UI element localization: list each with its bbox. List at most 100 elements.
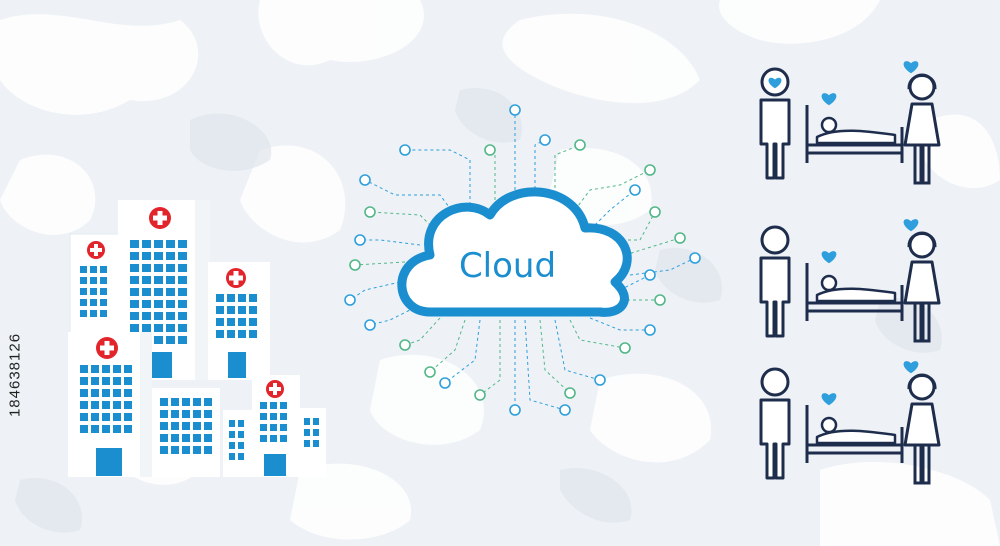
man-body	[759, 98, 791, 180]
circuit-node	[674, 232, 686, 244]
patient-body	[815, 287, 897, 303]
circuit-node	[509, 404, 521, 416]
hospital-building	[68, 332, 152, 477]
office-building	[298, 408, 326, 477]
circuit-node	[399, 144, 411, 156]
circuit-line	[594, 189, 636, 226]
circuit-line	[429, 319, 466, 373]
man-body	[759, 256, 791, 338]
circuit-line	[369, 211, 436, 231]
woman-dress	[903, 402, 941, 447]
circuit-node	[349, 259, 361, 271]
circuit-node	[364, 319, 376, 331]
circuit-node	[654, 294, 666, 306]
circuit-node	[364, 206, 376, 218]
cloud-shape	[397, 187, 632, 317]
hospital-bed	[805, 105, 904, 163]
stock-id-text: 184638126	[6, 332, 24, 418]
cloud-label: Cloud	[458, 246, 557, 286]
patient-body	[815, 429, 897, 445]
woman-hair	[907, 74, 937, 90]
circuit-line	[444, 319, 481, 384]
circuit-line	[489, 149, 496, 200]
family-visit-icon	[759, 61, 941, 185]
circuit-node	[594, 374, 606, 386]
circuit-node	[354, 234, 366, 246]
circuit-node	[344, 294, 356, 306]
circuit-node	[359, 174, 371, 186]
circuit-node	[619, 342, 631, 354]
circuit-line	[534, 139, 546, 195]
circuit-line	[360, 239, 421, 246]
circuit-line	[629, 257, 696, 276]
patient-head	[820, 116, 838, 134]
office-building	[223, 410, 253, 477]
heart-icon	[903, 361, 919, 374]
woman-dress	[903, 260, 941, 305]
family-visit-icon	[759, 361, 941, 485]
circuit-node	[644, 324, 656, 336]
circuit-node	[574, 139, 586, 151]
circuit-line	[569, 319, 626, 349]
woman-legs	[913, 145, 931, 185]
hospital-buildings-icon	[68, 200, 326, 477]
woman-legs	[913, 445, 931, 485]
man-head	[760, 367, 790, 397]
woman-legs	[913, 303, 931, 343]
circuit-line	[624, 237, 681, 256]
red-cross-icon	[87, 241, 105, 259]
heart-icon	[821, 251, 837, 264]
heart-icon	[821, 393, 837, 406]
circuit-line	[554, 319, 601, 381]
circuit-line	[574, 169, 651, 211]
cloud-network-icon	[344, 104, 701, 416]
red-cross-icon	[266, 380, 284, 398]
circuit-line	[404, 317, 441, 346]
circuit-node	[474, 389, 486, 401]
circuit-node	[559, 404, 571, 416]
circuit-node	[509, 104, 521, 116]
hospital-bed	[805, 263, 904, 321]
circuit-node	[539, 134, 551, 146]
heart-icon	[903, 61, 919, 74]
heart-icon	[768, 77, 782, 89]
circuit-node	[484, 144, 496, 156]
woman-hair	[907, 374, 937, 390]
circuit-node	[564, 387, 576, 399]
circuit-line	[364, 179, 456, 216]
circuit-line	[610, 211, 656, 241]
circuit-line	[349, 281, 401, 301]
hospital-building	[208, 262, 270, 380]
circuit-node	[399, 339, 411, 351]
stock-id-watermark: 184638126	[2, 300, 28, 450]
circuit-node	[689, 252, 701, 264]
circuit-node	[424, 366, 436, 378]
circuit-line	[405, 149, 471, 205]
man-head	[760, 225, 790, 255]
hospital-bed	[805, 405, 904, 463]
red-cross-icon	[149, 207, 171, 229]
circuit-node	[644, 269, 656, 281]
red-cross-icon	[96, 337, 118, 359]
circuit-line	[354, 261, 406, 266]
patient-body	[815, 129, 897, 145]
woman-hair	[907, 232, 937, 248]
family-visit-icon	[759, 219, 941, 343]
woman-dress	[903, 102, 941, 147]
patient-head	[820, 274, 838, 292]
circuit-node	[439, 377, 451, 389]
circuit-line	[554, 144, 581, 200]
circuit-node	[629, 184, 641, 196]
patient-head	[820, 416, 838, 434]
hospital-building	[252, 375, 300, 477]
circuit-line	[479, 320, 501, 396]
circuit-line	[539, 319, 571, 394]
hospital-building	[69, 233, 121, 345]
heart-icon	[903, 219, 919, 232]
family-groups	[759, 61, 941, 485]
circuit-line	[589, 317, 650, 331]
man-body	[759, 398, 791, 480]
heart-icon	[821, 93, 837, 106]
